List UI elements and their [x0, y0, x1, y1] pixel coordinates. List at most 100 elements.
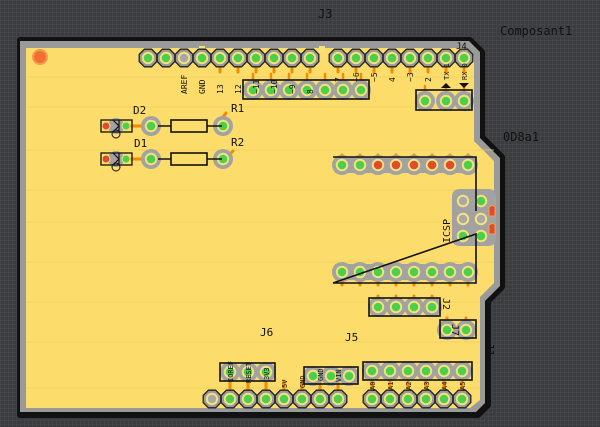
j2-pin[interactable]: [404, 297, 424, 317]
j4-pin[interactable]: [454, 91, 474, 111]
ic-pin-top[interactable]: [404, 155, 424, 175]
ic-pin-top[interactable]: [440, 155, 460, 175]
component-label: Composant1: [500, 24, 573, 38]
header-pin-top-right[interactable]: [454, 48, 474, 68]
header-pin-top-left[interactable]: [228, 48, 248, 68]
ic-pin-top[interactable]: [422, 155, 442, 175]
header-pin-top-left[interactable]: [282, 48, 302, 68]
d2-pad[interactable]: [141, 116, 161, 136]
analog-pin-lower[interactable]: [362, 389, 382, 409]
j2-outline[interactable]: [368, 297, 441, 317]
header-pin-top-right[interactable]: [436, 48, 456, 68]
header-pin-top-right[interactable]: [346, 48, 366, 68]
pwm-header-pin[interactable]: [315, 80, 335, 100]
header-pin-top-left[interactable]: [264, 48, 284, 68]
d1-pad[interactable]: [141, 149, 161, 169]
analog-pin-lower[interactable]: [416, 389, 436, 409]
j2-pin[interactable]: [422, 297, 442, 317]
j2-pin[interactable]: [368, 297, 388, 317]
ic-pin-top[interactable]: [332, 155, 352, 175]
ic-pin-bottom[interactable]: [350, 262, 370, 282]
j4-pin[interactable]: [415, 91, 435, 111]
ic-pin-top[interactable]: [350, 155, 370, 175]
analog-pin-upper[interactable]: [380, 361, 400, 381]
j6-pin[interactable]: [220, 362, 240, 382]
analog-pin-upper[interactable]: [452, 361, 472, 381]
ic-pin-bottom[interactable]: [404, 262, 424, 282]
header-pin-top-right[interactable]: [418, 48, 438, 68]
header-pin-top-right[interactable]: [328, 48, 348, 68]
header-pin-top-left[interactable]: [246, 48, 266, 68]
j6-pin[interactable]: [238, 362, 258, 382]
led-d2[interactable]: [100, 118, 133, 139]
analog-pin-lower[interactable]: [398, 389, 418, 409]
pwm-header-pin[interactable]: [279, 80, 299, 100]
pin-label-GND: GND: [299, 375, 307, 388]
icsp-pin[interactable]: [471, 226, 491, 246]
pwm-header-pin[interactable]: [333, 80, 353, 100]
header-pin-top-left[interactable]: [192, 48, 212, 68]
power-header-pin[interactable]: [238, 389, 258, 409]
analog-pin-upper[interactable]: [416, 361, 436, 381]
ic-outline[interactable]: [332, 156, 477, 284]
power-header-pin[interactable]: [274, 389, 294, 409]
j5-pin[interactable]: [321, 366, 341, 386]
pwm-header-pin[interactable]: [351, 80, 371, 100]
ic-pin-bottom[interactable]: [458, 262, 478, 282]
ic-pin-top[interactable]: [368, 155, 388, 175]
resistor-r2[interactable]: [158, 152, 222, 166]
ic-pin-top[interactable]: [458, 155, 478, 175]
analog-pin-upper[interactable]: [434, 361, 454, 381]
header-pin-top-right[interactable]: [400, 48, 420, 68]
pwm-header-pin[interactable]: [297, 80, 317, 100]
power-header-pin[interactable]: [202, 389, 222, 409]
ic-pin-bottom[interactable]: [440, 262, 460, 282]
j7-pin[interactable]: [437, 320, 457, 340]
power-header-pin[interactable]: [310, 389, 330, 409]
header-pin-top-right[interactable]: [364, 48, 384, 68]
j5-pin[interactable]: [303, 366, 323, 386]
power-header-pin[interactable]: [328, 389, 348, 409]
analog-pin-upper[interactable]: [362, 361, 382, 381]
icsp-pin[interactable]: [471, 209, 491, 229]
power-header-pin[interactable]: [292, 389, 312, 409]
resistor-r1[interactable]: [158, 119, 222, 133]
pwm-header-pin[interactable]: [261, 80, 281, 100]
analog-pin-lower[interactable]: [434, 389, 454, 409]
board-surface[interactable]: [26, 48, 494, 408]
j6-outline[interactable]: [219, 362, 276, 382]
header-pin-top-left[interactable]: [138, 48, 158, 68]
header-pin-top-right[interactable]: [382, 48, 402, 68]
header-pin-top-left[interactable]: [300, 48, 320, 68]
ic-pin-top[interactable]: [386, 155, 406, 175]
ic-pin-bottom[interactable]: [386, 262, 406, 282]
header-pin-top-left[interactable]: [156, 48, 176, 68]
analog-outline[interactable]: [362, 361, 473, 381]
icsp-pin[interactable]: [453, 191, 473, 211]
j-pwm-outline[interactable]: [242, 79, 370, 100]
r1-pad[interactable]: [213, 116, 233, 136]
power-header-pin[interactable]: [220, 389, 240, 409]
ic-pin-bottom[interactable]: [422, 262, 442, 282]
led-d1[interactable]: [100, 151, 133, 172]
power-header-pin[interactable]: [256, 389, 276, 409]
r2-pad[interactable]: [213, 149, 233, 169]
analog-pin-upper[interactable]: [398, 361, 418, 381]
j4-pin[interactable]: [436, 91, 456, 111]
pwm-header-pin[interactable]: [243, 80, 263, 100]
icsp-pin[interactable]: [471, 191, 491, 211]
j6-pin[interactable]: [256, 362, 276, 382]
analog-pin-lower[interactable]: [380, 389, 400, 409]
j2-pin[interactable]: [386, 297, 406, 317]
icsp-pin[interactable]: [453, 209, 473, 229]
header-pin-top-left[interactable]: [174, 48, 194, 68]
j7-outline[interactable]: [439, 319, 477, 339]
ic-pin-bottom[interactable]: [332, 262, 352, 282]
j4-outline[interactable]: [415, 89, 473, 111]
j5-pin[interactable]: [339, 366, 359, 386]
analog-pin-lower[interactable]: [452, 389, 472, 409]
header-pin-top-left[interactable]: [210, 48, 230, 68]
j7-pin[interactable]: [456, 320, 476, 340]
j5-outline[interactable]: [303, 366, 359, 385]
